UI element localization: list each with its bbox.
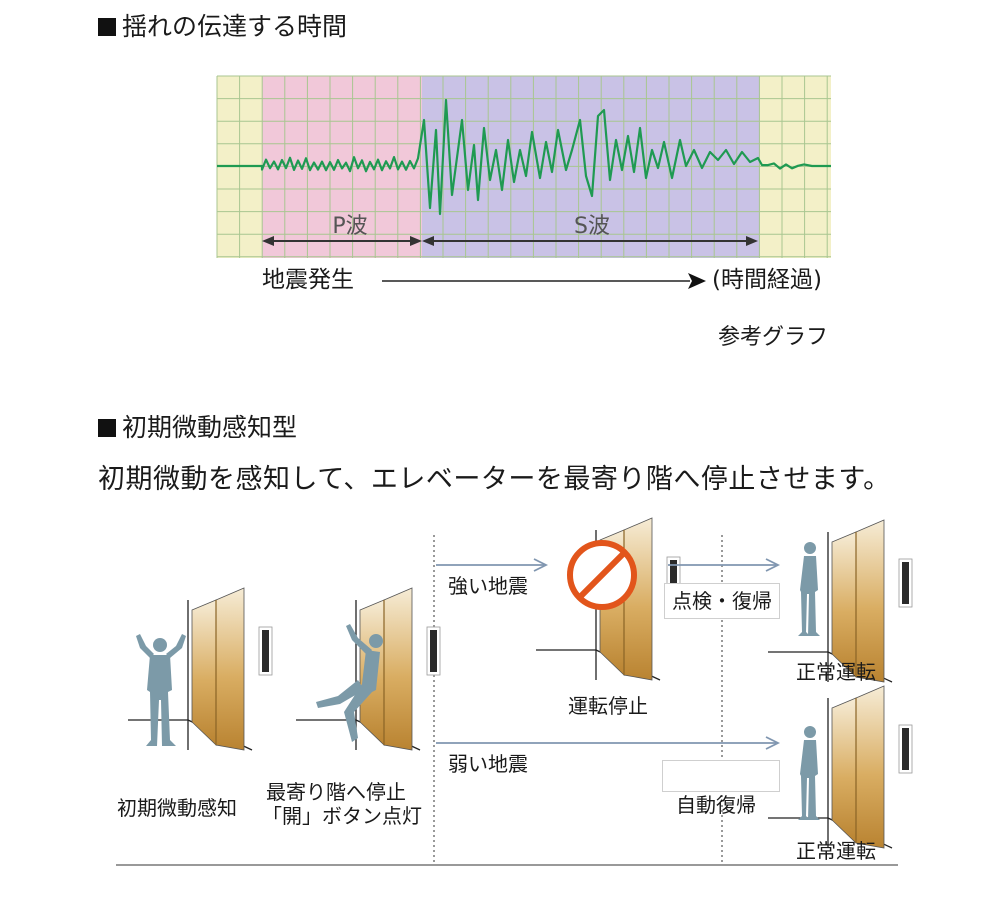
person-standing-icon xyxy=(798,726,820,820)
label-auto-recovery: 自動復帰 xyxy=(676,793,756,817)
label-normal-2: 正常運転 xyxy=(796,839,876,863)
section-title-wave-time: 揺れの伝達する時間 xyxy=(98,12,347,42)
section-description: 初期微動を感知して、エレベーターを最寄り階へ停止させます。 xyxy=(98,464,891,495)
label-stop-line1: 最寄り階へ停止 xyxy=(266,780,406,804)
flow-arrows xyxy=(436,558,781,750)
label-stop-line2: 「開」ボタン点灯 xyxy=(262,804,422,828)
scene-nearest-floor xyxy=(295,587,441,751)
square-bullet-icon xyxy=(98,419,116,437)
inspection-box: 点検・復帰 xyxy=(664,583,780,619)
label-operation-stop: 運転停止 xyxy=(568,694,648,718)
seismic-waveform xyxy=(217,98,831,216)
label-inspection: 点検・復帰 xyxy=(672,589,772,613)
time-elapsed-label: (時間経過) xyxy=(712,267,822,293)
label-weak-quake: 弱い地震 xyxy=(448,752,528,776)
scene-detect xyxy=(127,587,273,751)
s-wave-arrow xyxy=(422,236,758,246)
p-wave-arrow xyxy=(262,236,422,246)
earthquake-start-label: 地震発生 xyxy=(262,267,354,293)
person-shaking-icon xyxy=(136,634,186,746)
wave-graph: P波 S波 xyxy=(216,75,831,289)
person-running-icon xyxy=(316,624,383,742)
s-wave-label: S波 xyxy=(574,214,610,239)
graph-grid xyxy=(216,75,831,258)
label-detect: 初期微動感知 xyxy=(117,796,237,820)
scene-operation-stop xyxy=(535,517,681,681)
person-standing-icon xyxy=(798,542,820,636)
prohibit-icon xyxy=(567,540,637,610)
p-wave-label: P波 xyxy=(332,214,367,239)
auto-recovery-box xyxy=(662,760,780,792)
scene-normal-bottom xyxy=(767,685,913,849)
label-strong-quake: 強い地震 xyxy=(448,574,528,598)
time-arrow xyxy=(382,273,706,289)
label-normal-1: 正常運転 xyxy=(796,660,876,684)
square-bullet-icon xyxy=(98,18,116,36)
section-title-detection-type: 初期微動感知型 xyxy=(98,413,297,443)
scene-normal-top xyxy=(767,519,913,683)
graph-caption: 参考グラフ xyxy=(718,325,829,350)
